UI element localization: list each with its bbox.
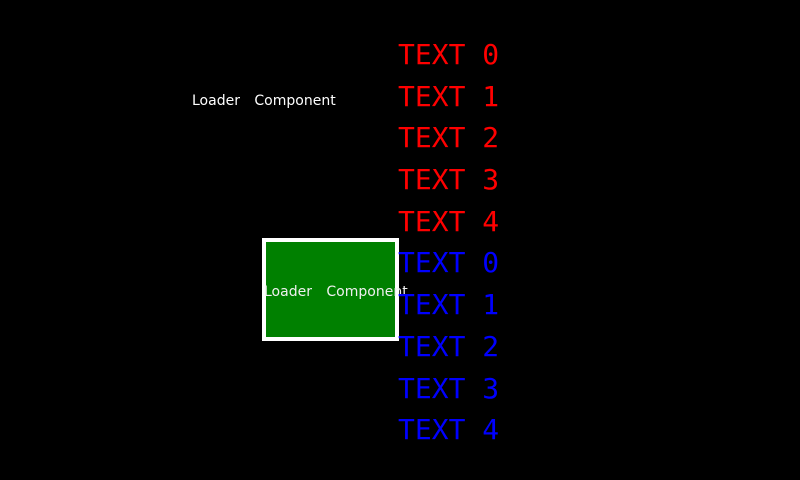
text-list-item: TEXT 4 [398,204,500,238]
text-list-item: TEXT 2 [398,329,500,363]
text-list-item: TEXT 1 [398,288,500,322]
text-list-item: TEXT 2 [398,121,500,155]
text-list-item: TEXT 4 [398,413,500,447]
loader-component-label: Loader Component [192,93,336,109]
loader-component-box-label: Loader Component [264,284,408,300]
text-list-item: TEXT 0 [398,38,500,71]
text-list-item: TEXT 1 [398,79,500,113]
text-list-item: TEXT 3 [398,371,500,405]
text-list-item: TEXT 0 [398,246,500,280]
text-list-item: TEXT 3 [398,163,500,197]
loader-component-box [262,238,399,341]
text-list: TEXT 0 TEXT 1 TEXT 2 TEXT 3 TEXT 4 TEXT … [398,34,499,451]
